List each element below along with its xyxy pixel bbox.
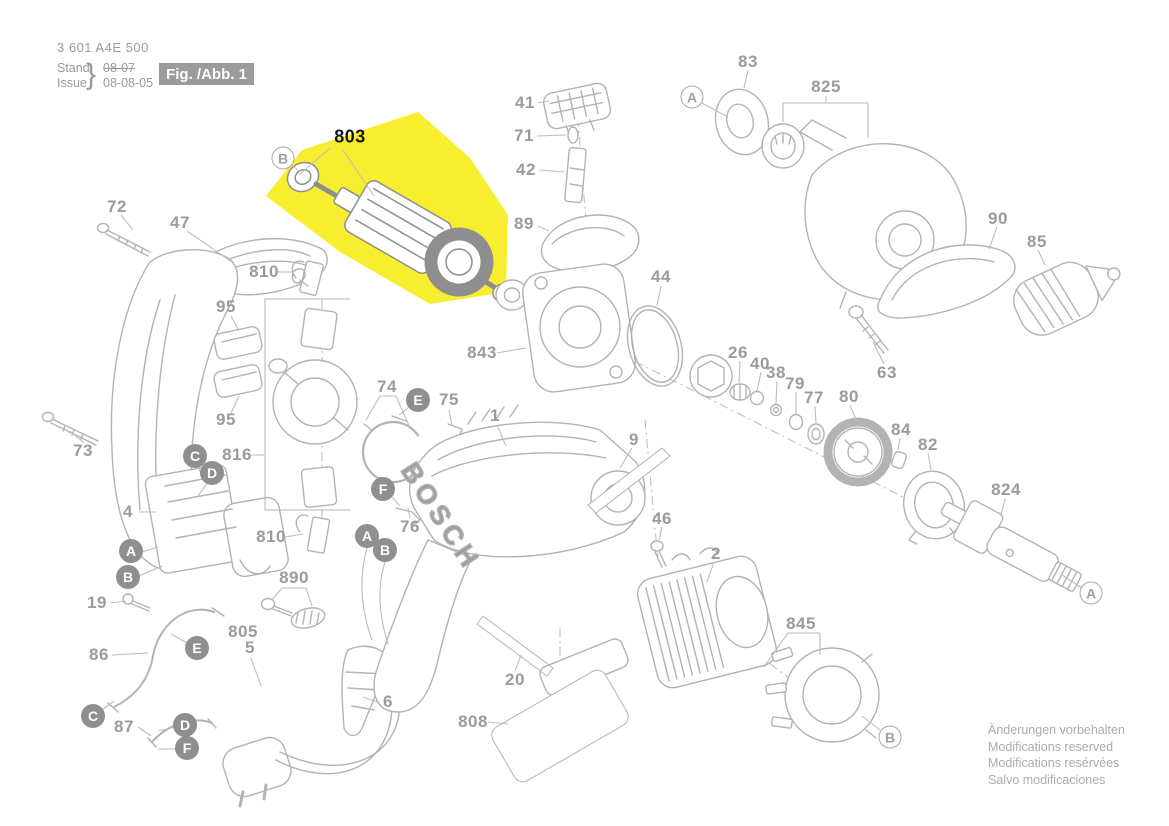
screw-63 <box>848 305 889 354</box>
pointer-803 <box>298 147 375 197</box>
issue-label: Issue <box>57 76 87 90</box>
flange-843 <box>495 263 636 393</box>
strip-9 <box>587 447 671 514</box>
cover-89 <box>540 214 640 274</box>
ring-82 <box>903 470 965 545</box>
sticker-808 <box>491 669 629 783</box>
bearing-825 <box>761 123 805 169</box>
spindle-824 <box>940 500 1082 592</box>
o-ring-44 <box>626 305 684 387</box>
screw-73 <box>41 411 99 446</box>
plate-42 <box>564 146 587 204</box>
switch-4 <box>144 464 289 578</box>
brush-810-bottom <box>295 514 331 554</box>
clip-76 <box>395 507 421 525</box>
strip-20 <box>476 615 554 677</box>
revision-dates: 08-07 08-08-05 <box>103 61 153 91</box>
washer-38 <box>769 403 783 417</box>
chuck-85 <box>1013 261 1121 336</box>
screw-72 <box>96 222 151 257</box>
ball-40 <box>749 390 765 406</box>
figure-label-box: Fig. /Abb. 1 <box>159 63 254 85</box>
washer-77 <box>807 423 825 445</box>
field-wires <box>361 547 389 645</box>
armature-803 <box>286 161 514 303</box>
stand-label: Stand <box>57 61 90 75</box>
handle-47 <box>110 238 328 570</box>
legal-line-fr: Modifications resérvées <box>988 756 1120 770</box>
gear-80 <box>823 417 893 487</box>
screw-46 <box>650 540 667 568</box>
wire-87 <box>147 718 217 748</box>
pin-71 <box>567 126 579 144</box>
plate-845 <box>765 646 880 743</box>
washer-83 <box>714 88 770 156</box>
motor-bracket <box>268 307 358 508</box>
insert-95-upper <box>213 326 263 360</box>
screw-set-890 <box>260 597 326 629</box>
legal-notice: Änderungen vorbehalten Modifications res… <box>988 722 1125 788</box>
document-number: 3 601 A4E 500 <box>57 40 149 55</box>
ring-79 <box>788 413 804 431</box>
stand-issue-labels: Stand Issue <box>57 61 90 91</box>
brush-810-top <box>291 260 324 296</box>
clip-75 <box>391 415 463 440</box>
housing-1: BOSCH <box>373 404 646 713</box>
legal-line-de: Änderungen vorbehalten <box>988 723 1125 737</box>
screw-19 <box>122 593 151 612</box>
brace-glyph: } <box>86 58 97 91</box>
clamp-90 <box>877 244 1016 319</box>
spring-curl <box>291 268 309 287</box>
old-date: 08-07 <box>103 61 135 75</box>
bracket-816 <box>264 298 351 511</box>
new-date: 08-08-05 <box>103 76 154 90</box>
pin-84 <box>891 450 907 470</box>
slider-41 <box>542 82 612 137</box>
legal-line-en: Modifications reserved <box>988 739 1114 754</box>
legal-line-es: Salvo modificaciones <box>988 772 1106 787</box>
leader-lines <box>69 69 1083 750</box>
wire-86 <box>107 607 225 713</box>
insert-95-lower <box>213 364 263 398</box>
stator-2 <box>636 547 778 689</box>
ratchet-26 <box>689 354 751 401</box>
